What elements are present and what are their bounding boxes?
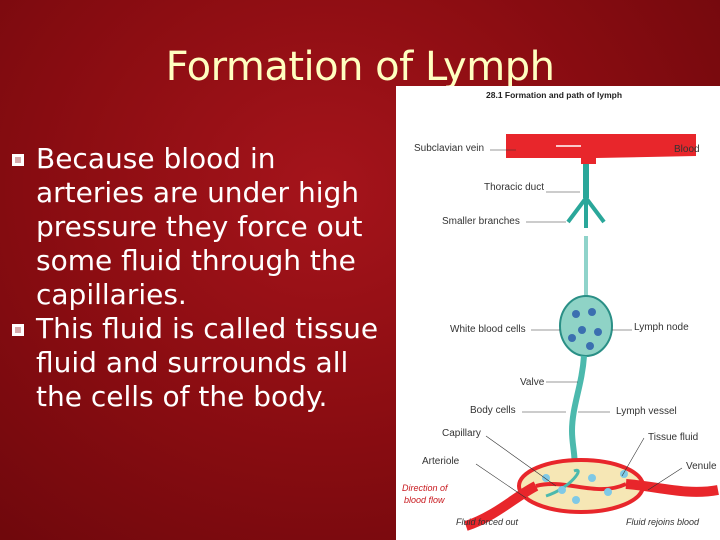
- label-fluid-forced-out: Fluid forced out: [456, 517, 519, 527]
- label-thoracic-duct: Thoracic duct: [484, 182, 545, 193]
- lymph-diagram: 28.1 Formation and path of lymph Subclav…: [396, 86, 720, 540]
- white-blood-cell: [588, 308, 596, 316]
- venule-shape: [625, 479, 719, 497]
- lymph-node-shape: [559, 295, 613, 357]
- bullet-text: Because blood in arteries are under high…: [36, 142, 363, 311]
- body-cell: [572, 496, 580, 504]
- label-blood: Blood: [674, 144, 700, 155]
- label-smaller-branches: Smaller branches: [442, 216, 520, 227]
- bullet-text: This fluid is called tissue fluid and su…: [36, 312, 379, 413]
- label-direction-line1: Direction of: [402, 483, 448, 493]
- smaller-branches-shape: [566, 196, 606, 228]
- label-white-blood-cells: White blood cells: [450, 324, 526, 335]
- lymph-diagram-drawing: [464, 134, 719, 531]
- lymph-vessel-lower: [568, 355, 587, 472]
- body-cell: [588, 474, 596, 482]
- body-cell: [558, 486, 566, 494]
- label-direction-line2: blood flow: [404, 495, 445, 505]
- label-lymph-node: Lymph node: [634, 322, 689, 333]
- slide-title: Formation of Lymph: [165, 44, 555, 90]
- label-venule: Venule: [686, 461, 717, 472]
- label-lymph-vessel: Lymph vessel: [616, 406, 677, 417]
- white-blood-cell: [578, 326, 586, 334]
- bullet-item: Because blood in arteries are under high…: [10, 142, 390, 312]
- label-tissue-fluid: Tissue fluid: [648, 432, 699, 443]
- body-cell: [604, 488, 612, 496]
- bullet-square-icon: [12, 324, 24, 336]
- label-body-cells: Body cells: [470, 405, 516, 416]
- leader-lines: [475, 149, 683, 499]
- label-fluid-rejoins-blood: Fluid rejoins blood: [626, 517, 700, 527]
- label-valve: Valve: [520, 377, 545, 388]
- subclavian-vein-shape: [506, 134, 696, 164]
- bullet-item: This fluid is called tissue fluid and su…: [10, 312, 390, 414]
- bullet-square-icon: [12, 154, 24, 166]
- white-blood-cell: [586, 342, 594, 350]
- capillary-shape: [535, 482, 627, 492]
- white-blood-cell: [572, 310, 580, 318]
- arteriole-shape: [464, 481, 539, 531]
- lymph-capillary-shape: [545, 468, 580, 498]
- figure-caption: 28.1 Formation and path of lymph: [486, 90, 623, 100]
- white-blood-cell: [594, 328, 602, 336]
- white-blood-cell: [568, 334, 576, 342]
- label-capillary: Capillary: [442, 428, 481, 439]
- bullet-list: Because blood in arteries are under high…: [10, 142, 390, 414]
- label-subclavian-vein: Subclavian vein: [414, 143, 485, 154]
- body-cell: [620, 470, 628, 478]
- label-arteriole: Arteriole: [422, 456, 460, 467]
